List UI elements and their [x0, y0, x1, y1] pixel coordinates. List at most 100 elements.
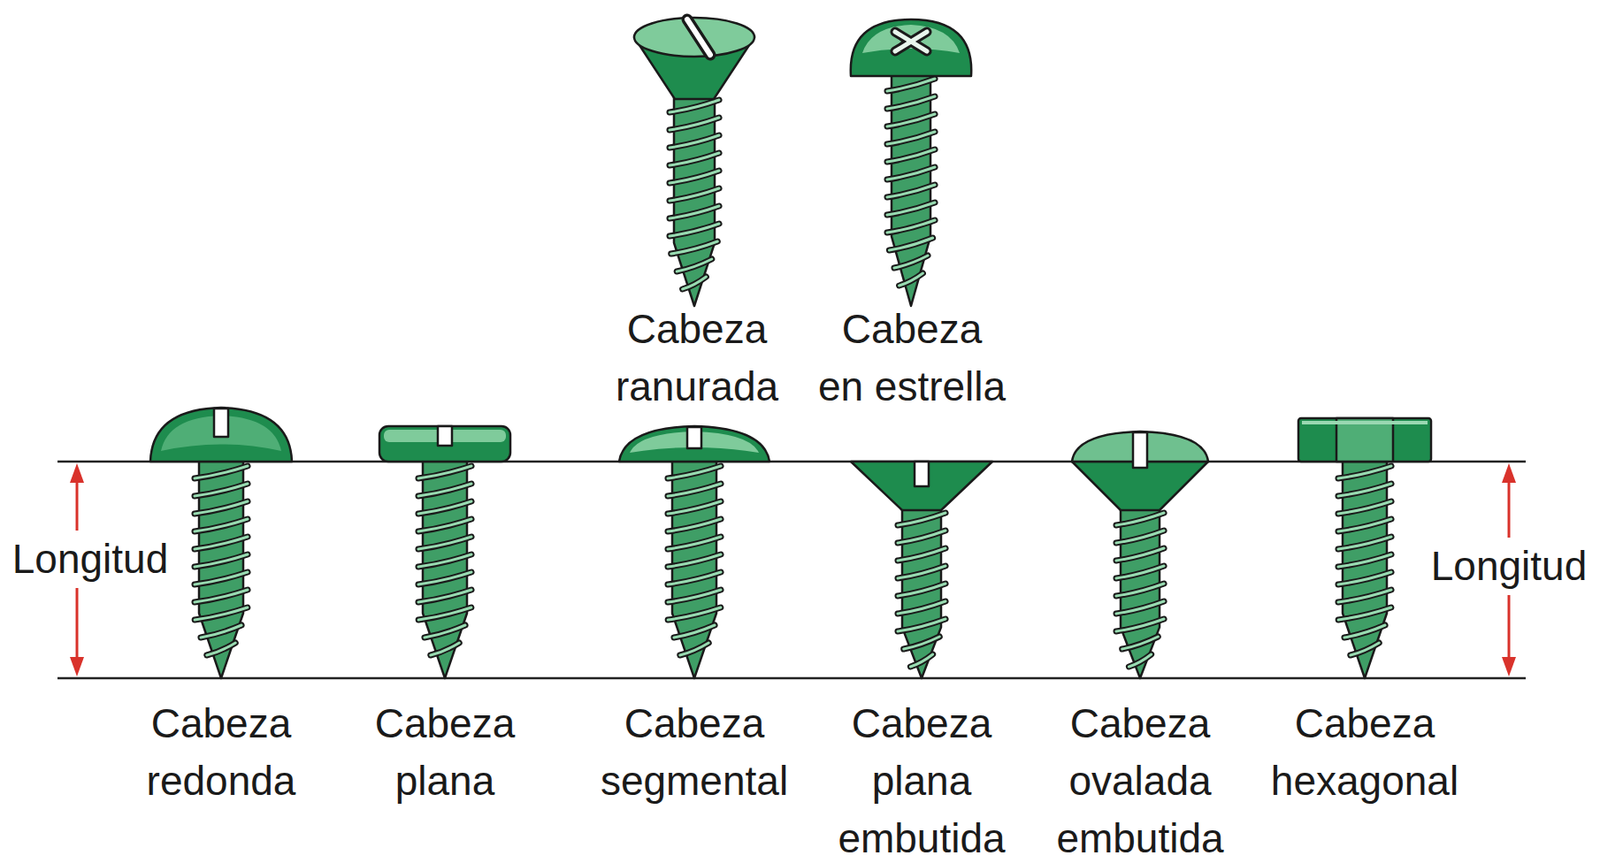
screw-type-label: Cabeza en estrella: [817, 300, 1008, 416]
thread: [673, 625, 715, 638]
thread: [682, 276, 707, 290]
thread: [887, 202, 935, 215]
thread: [667, 607, 721, 621]
thread: [194, 607, 248, 621]
thread: [897, 566, 946, 579]
thread: [194, 572, 248, 585]
thread: [897, 619, 946, 632]
thread: [1338, 572, 1392, 585]
arrowhead: [1501, 463, 1516, 483]
thread: [418, 607, 472, 621]
thread: [667, 607, 721, 621]
screw-type-label: Cabeza plana embutida: [837, 695, 1005, 863]
thread: [897, 566, 946, 579]
thread: [418, 483, 472, 497]
flat-head: [379, 426, 511, 462]
thread: [887, 114, 935, 127]
thread: [887, 167, 935, 180]
thread: [887, 220, 935, 233]
thread: [897, 583, 946, 597]
thread: [194, 536, 248, 550]
thread: [1338, 554, 1392, 567]
thread: [1338, 607, 1392, 621]
thread: [1116, 512, 1164, 526]
thread: [194, 519, 248, 532]
thread: [1344, 625, 1386, 638]
thread: [669, 170, 720, 184]
thread: [667, 466, 721, 479]
thread: [887, 96, 935, 109]
dimension-label: Longitud: [1427, 537, 1592, 596]
thread: [1116, 583, 1164, 597]
slotted-head-top: [634, 17, 755, 57]
thread: [667, 519, 721, 532]
thread: [680, 643, 709, 656]
thread: [667, 519, 721, 532]
thread: [888, 237, 933, 251]
screw-heads: [150, 17, 1432, 511]
thread: [1128, 654, 1151, 667]
thread: [669, 206, 720, 219]
thread: [669, 99, 720, 113]
thread: [418, 572, 472, 585]
slot: [687, 19, 711, 55]
thread: [418, 519, 472, 532]
head-highlight: [1301, 421, 1428, 425]
thread: [887, 149, 935, 162]
thread: [669, 117, 720, 131]
thread: [418, 607, 472, 621]
slot: [1133, 432, 1148, 468]
thread: [194, 466, 248, 479]
thread: [1338, 589, 1392, 603]
thread: [887, 131, 935, 145]
thread: [1338, 519, 1392, 532]
dimension-label: Longitud: [8, 530, 173, 589]
thread: [910, 654, 933, 667]
thread: [194, 519, 248, 532]
thread: [418, 536, 472, 550]
thread: [667, 572, 721, 585]
thread: [1128, 654, 1151, 667]
thread: [667, 501, 721, 514]
thread: [669, 188, 720, 201]
slot: [914, 461, 929, 487]
thread: [667, 589, 721, 603]
thread: [1338, 501, 1392, 514]
thread: [667, 554, 721, 567]
slot: [687, 427, 702, 449]
screw-type-label: Cabeza ovalada embutida: [1056, 695, 1224, 863]
thread: [1116, 548, 1164, 561]
slot: [437, 426, 452, 446]
thread: [671, 241, 719, 254]
round-head: [150, 407, 292, 462]
thread: [887, 184, 935, 198]
thread: [887, 78, 935, 92]
dimension-lines: [57, 461, 1526, 679]
thread: [887, 202, 935, 215]
thread: [682, 276, 707, 290]
thread: [676, 259, 712, 272]
thread: [194, 607, 248, 621]
thread: [1338, 607, 1392, 621]
thread: [669, 153, 720, 166]
thread: [1338, 466, 1392, 479]
thread: [667, 536, 721, 550]
thread: [1338, 554, 1392, 567]
thread: [194, 536, 248, 550]
thread: [887, 167, 935, 180]
thread: [888, 237, 933, 251]
thread: [1116, 512, 1164, 526]
screw-type-label: Cabeza segmental: [600, 695, 789, 811]
thread: [200, 625, 242, 638]
thread: [1116, 619, 1164, 632]
thread: [418, 589, 472, 603]
thread: [667, 501, 721, 514]
thread: [899, 273, 924, 286]
thread: [200, 625, 242, 638]
cross-recess: [895, 31, 927, 52]
thread: [194, 554, 248, 567]
thread: [897, 601, 946, 614]
phillips-head: [850, 19, 972, 77]
countersunk-head: [850, 461, 993, 511]
thread: [903, 636, 941, 650]
